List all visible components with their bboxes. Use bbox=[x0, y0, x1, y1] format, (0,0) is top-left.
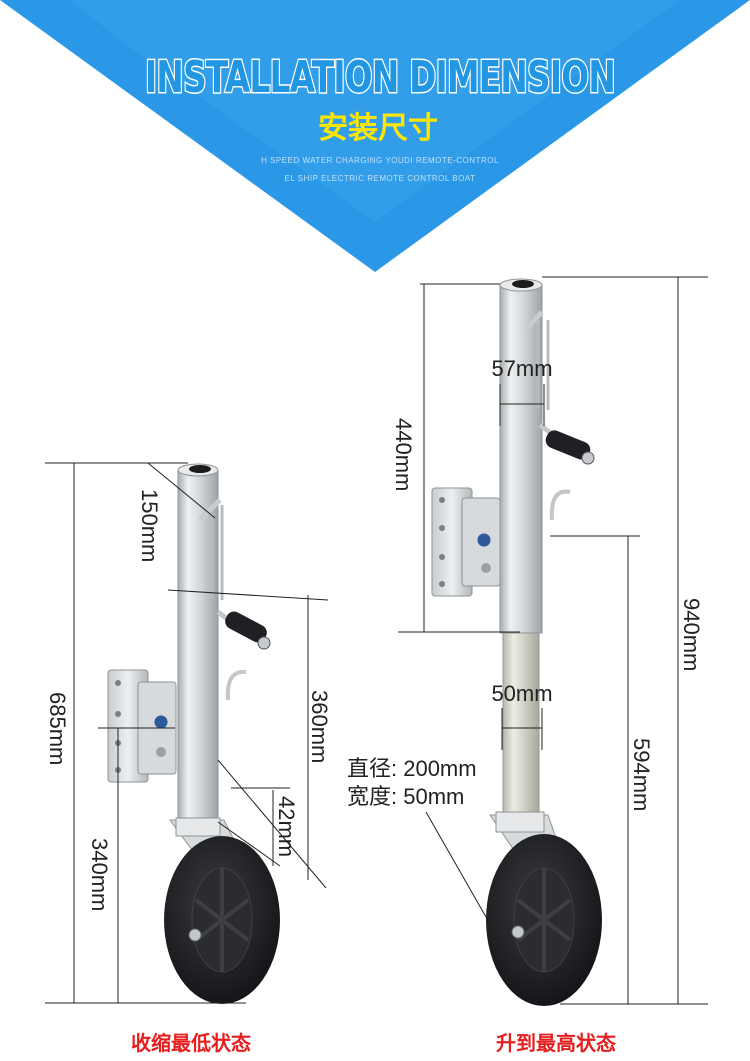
left-dimension-labels: 150mm 685mm 360mm 42mm 340mm bbox=[45, 489, 332, 911]
dim-50-label: 50mm bbox=[491, 681, 552, 706]
left-caption: 收缩最低状态 bbox=[131, 1031, 251, 1055]
dim-440-label: 440mm bbox=[391, 418, 416, 491]
title-en: INSTALLATION DIMENSION bbox=[145, 52, 615, 103]
dim-42-label: 42mm bbox=[274, 796, 299, 857]
dim-57-label: 57mm bbox=[491, 356, 552, 381]
dim-685-label: 685mm bbox=[45, 692, 70, 765]
wheel-diameter-label: 直径: 200mm bbox=[347, 756, 477, 781]
dim-940-label: 940mm bbox=[679, 598, 704, 671]
wheel-width-label: 宽度: 50mm bbox=[347, 784, 464, 809]
header-banner: INSTALLATION DIMENSION 安装尺寸 H SPEED WATE… bbox=[0, 0, 750, 272]
title-cn: 安装尺寸 bbox=[318, 111, 438, 146]
banner-shade bbox=[70, 0, 750, 222]
dim-150-label: 150mm bbox=[137, 489, 162, 562]
right-caption: 升到最高状态 bbox=[496, 1031, 616, 1055]
right-dimension-labels: 57mm 440mm 50mm 940mm 594mm 直径: 200mm 宽度… bbox=[347, 356, 704, 811]
dim-340-label: 340mm bbox=[87, 838, 112, 911]
dim-360-label: 360mm bbox=[307, 690, 332, 763]
right-dimension-lines bbox=[398, 276, 708, 1005]
right-jack-illustration bbox=[431, 278, 602, 1006]
tagline-1: H SPEED WATER CHARGING YOUDI REMOTE-CONT… bbox=[261, 156, 499, 165]
left-dimension-lines bbox=[45, 462, 329, 1004]
tagline-2: EL SHIP ELECTRIC REMOTE CONTROL BOAT bbox=[285, 174, 476, 183]
left-jack-illustration bbox=[107, 463, 280, 1004]
dim-594-label: 594mm bbox=[629, 738, 654, 811]
